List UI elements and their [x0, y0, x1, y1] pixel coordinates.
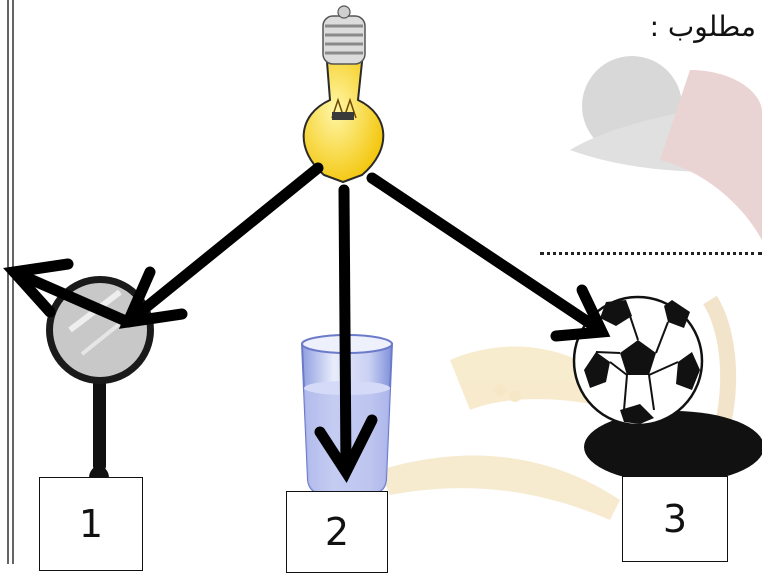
light-bulb-icon	[304, 6, 384, 182]
label-box-2: 2	[286, 491, 388, 573]
label-box-1: 1	[39, 477, 143, 571]
page-border	[8, 0, 13, 564]
label-box-3: 3	[622, 476, 728, 562]
answer-line	[540, 252, 762, 255]
required-label: مطلوب :	[650, 10, 756, 43]
arrow-absorption	[372, 178, 602, 336]
